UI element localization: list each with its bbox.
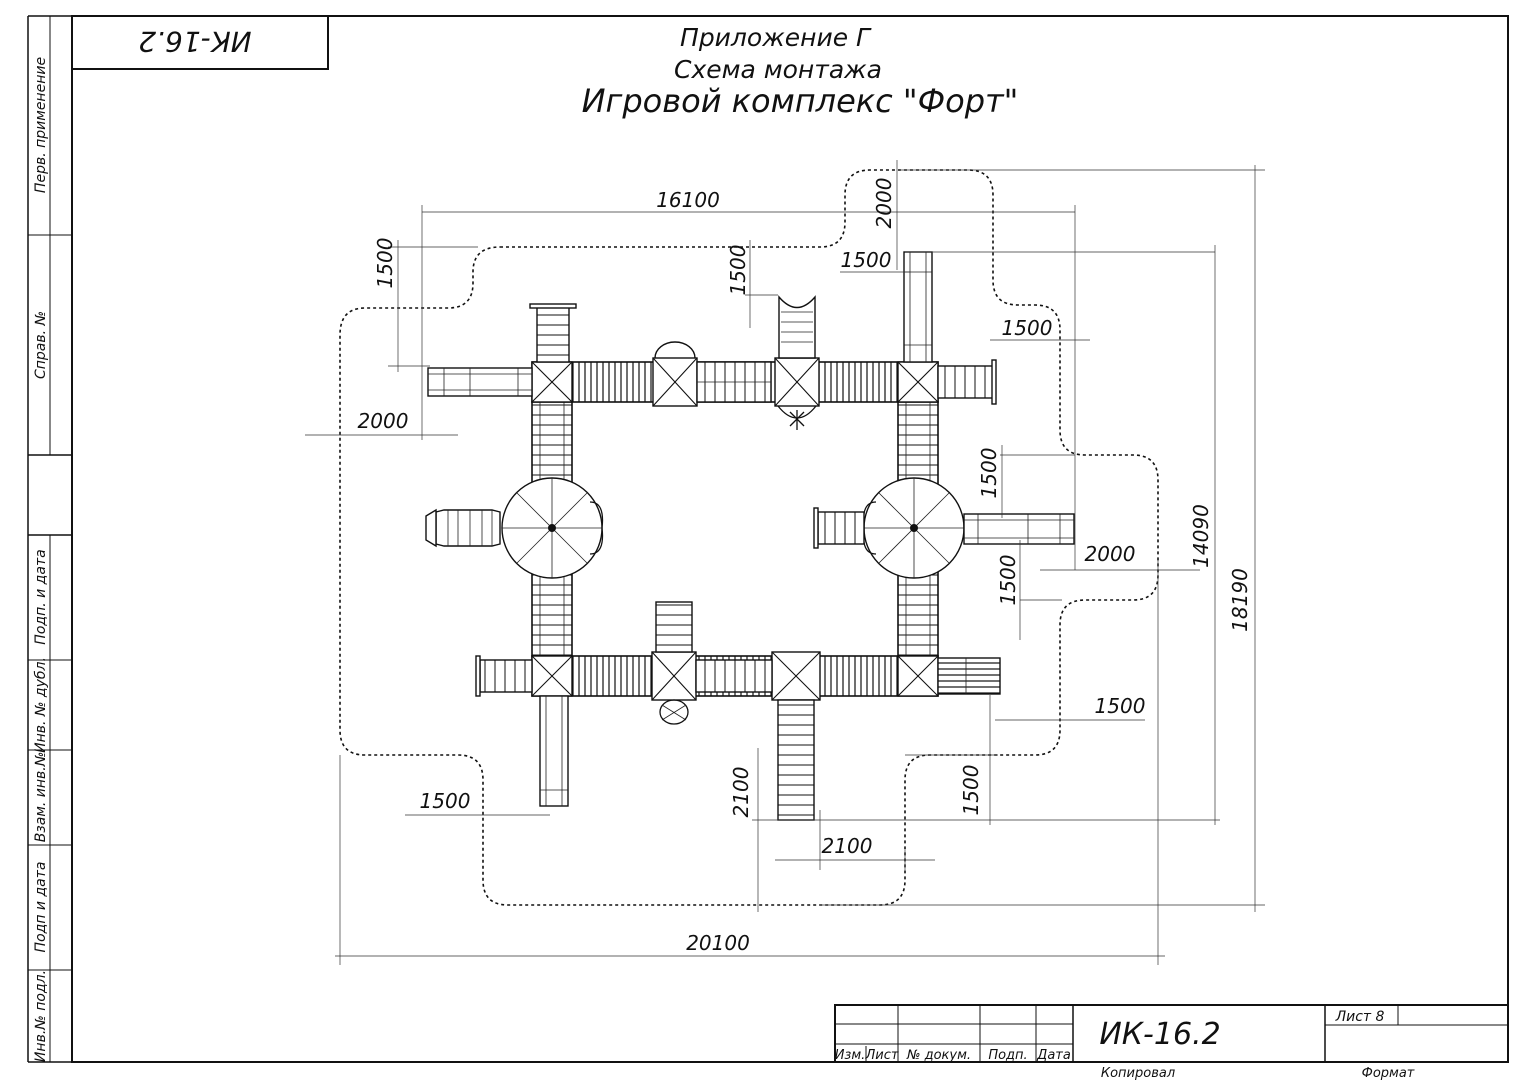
stamp-inv-dubl: Инв. № дубл. bbox=[33, 657, 49, 753]
tb-format: Формат bbox=[1362, 1066, 1415, 1080]
dim-14090: 14090 bbox=[1189, 504, 1213, 568]
title-block: Изм. Лист № докум. Подп. Дата ИК-16.2 Ли… bbox=[834, 1004, 1509, 1080]
dim-1500-left-vertical: 1500 bbox=[373, 238, 397, 289]
sheet-frame bbox=[27, 15, 1509, 1063]
dim-2100-horizontal: 2100 bbox=[822, 834, 873, 858]
tb-col-date: Дата bbox=[1036, 1048, 1071, 1063]
tb-copied: Копировал bbox=[1101, 1066, 1175, 1080]
slide-top-right bbox=[903, 251, 933, 363]
dimension-lines bbox=[305, 160, 1265, 965]
tower-octagon-right bbox=[862, 477, 965, 579]
code-box-text: ИК-16.2 bbox=[138, 25, 251, 58]
stamp-inv-podl: Инв.№ подл. bbox=[33, 970, 49, 1062]
tower-top-right bbox=[897, 361, 939, 403]
dim-1500-right-top: 1500 bbox=[1002, 316, 1053, 340]
drawing-title: Приложение Г Схема монтажа Игровой компл… bbox=[582, 23, 1019, 120]
slide-top-left bbox=[427, 367, 533, 397]
tower-top-mid-left bbox=[652, 341, 772, 407]
dim-1500-top-right: 1500 bbox=[841, 248, 892, 272]
tb-designation: ИК-16.2 bbox=[1099, 1017, 1220, 1052]
title-complex: Игровой комплекс "Форт" bbox=[582, 82, 1019, 120]
tower-bottom-mid-right bbox=[771, 651, 821, 701]
dim-2000-right: 2000 bbox=[1085, 542, 1136, 566]
title-appendix: Приложение Г bbox=[680, 23, 872, 52]
tb-col-izm: Изм. bbox=[835, 1048, 866, 1063]
crawl-tunnel-left bbox=[425, 508, 501, 548]
ladder-bottom-right bbox=[937, 657, 1001, 695]
dim-2000-top: 2000 bbox=[872, 178, 896, 229]
stamp-podp-i-data-1: Подп. и дата bbox=[33, 549, 49, 644]
tb-col-doc: № докум. bbox=[906, 1048, 971, 1063]
tower-top-mid-right bbox=[774, 357, 820, 430]
ladder-bottom-long bbox=[777, 699, 815, 821]
ladder-bottom-mid bbox=[655, 601, 773, 693]
ladder-bottom-left bbox=[475, 655, 533, 697]
dim-1500-right-upper: 1500 bbox=[977, 448, 1001, 499]
play-complex bbox=[425, 251, 1075, 821]
ladder-top-right bbox=[937, 359, 997, 405]
tower-top-left bbox=[531, 361, 573, 403]
slide-top-mid bbox=[778, 295, 816, 359]
dim-1500-bottom-right: 1500 bbox=[1095, 694, 1146, 718]
dim-16100: 16100 bbox=[656, 188, 720, 212]
dim-1500-bottom-left: 1500 bbox=[420, 789, 471, 813]
ladder-mid-right bbox=[813, 507, 865, 549]
stamp-vzam-inv: Взам. инв.№ bbox=[33, 752, 49, 843]
dim-2000-left: 2000 bbox=[358, 409, 409, 433]
dim-1500-bottom-right-vertical: 1500 bbox=[959, 765, 983, 816]
dim-1500-right-lower: 1500 bbox=[996, 555, 1020, 606]
tower-bottom-mid-left bbox=[651, 651, 697, 725]
slide-bottom-left bbox=[539, 695, 569, 807]
tower-octagon-left bbox=[501, 477, 604, 579]
dim-1500-top-mid: 1500 bbox=[726, 245, 750, 296]
code-box: ИК-16.2 bbox=[71, 15, 329, 70]
side-stamp: Перв. применение Справ. № Подп. и дата И… bbox=[33, 57, 49, 1062]
stamp-perv-primenenie: Перв. применение bbox=[33, 57, 49, 193]
dim-20100: 20100 bbox=[686, 931, 750, 955]
tb-col-list: Лист bbox=[865, 1048, 899, 1063]
stamp-sprav-no: Справ. № bbox=[33, 311, 49, 379]
slide-mid-right bbox=[963, 513, 1075, 545]
tower-bottom-left bbox=[531, 655, 573, 697]
dimension-labels: 16100 2000 1500 1500 1500 1500 2000 1500… bbox=[358, 178, 1252, 955]
title-scheme: Схема монтажа bbox=[674, 55, 882, 84]
dim-2100-vertical: 2100 bbox=[729, 767, 753, 818]
ladder-top-left bbox=[529, 303, 577, 363]
safety-zone-outline bbox=[339, 169, 1159, 906]
tb-col-sign: Подп. bbox=[988, 1048, 1027, 1063]
tower-bottom-right bbox=[897, 655, 939, 697]
stamp-podp-i-data-2: Подп и дата bbox=[33, 862, 49, 953]
tb-sheet-label: Лист 8 bbox=[1335, 1009, 1385, 1025]
dim-18190: 18190 bbox=[1228, 568, 1252, 632]
